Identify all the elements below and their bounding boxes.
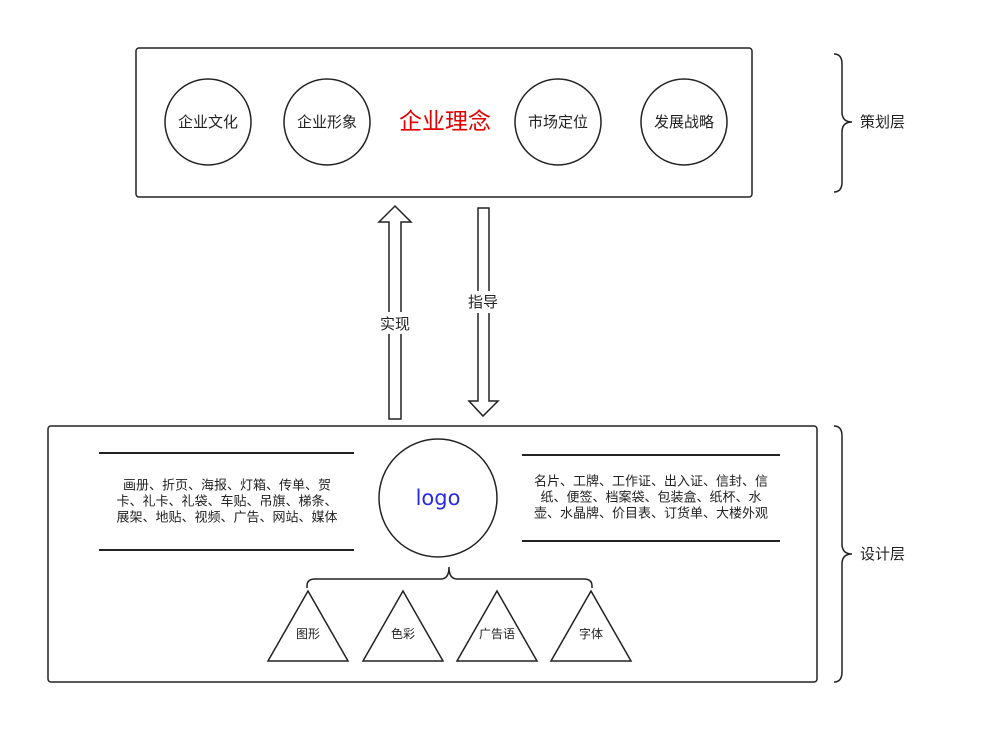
strategy-item-circle — [164, 78, 252, 166]
strategy-item-circle — [640, 78, 728, 166]
element-color: 色彩 — [361, 589, 445, 662]
design-layer-brace — [833, 425, 853, 683]
logo-circle — [378, 438, 498, 558]
strategy-item-positioning: 市场定位 — [514, 78, 602, 166]
strategy-item-circle — [514, 78, 602, 166]
strategy-layer-brace — [833, 53, 853, 193]
elements-brace — [306, 566, 593, 588]
design-layer-label: 设计层 — [860, 545, 905, 563]
logo-label: logo — [416, 486, 461, 510]
core-concept-label: 企业理念 — [399, 109, 491, 135]
strategy-item-development: 发展战略 — [640, 78, 728, 166]
strategy-item-label: 市场定位 — [528, 113, 588, 131]
element-triangle — [361, 589, 445, 662]
design-layer: 画册、折页、海报、灯箱、传单、贺 卡、礼卡、礼袋、车贴、吊旗、梯条、 展架、地贴… — [47, 425, 818, 683]
element-label: 字体 — [579, 626, 603, 641]
up-arrow-label: 实现 — [380, 315, 410, 333]
left-block-line: 卡、礼卡、礼袋、车贴、吊旗、梯条、 — [116, 494, 337, 510]
element-label: 广告语 — [479, 627, 515, 641]
right-block-line: 名片、工牌、工作证、出入证、信封、信 — [534, 474, 768, 490]
strategy-layer-label: 策划层 — [860, 113, 905, 131]
element-graphics: 图形 — [266, 589, 350, 662]
strategy-layer: 企业文化 企业形象 企业理念 市场定位 发展战略 — [135, 47, 753, 198]
right-block-line: 壶、水晶牌、价目表、订货单、大楼外观 — [534, 506, 768, 522]
element-triangle — [549, 589, 633, 662]
realize-arrow: 实现 — [376, 204, 414, 420]
element-triangle — [455, 589, 539, 662]
element-label: 图形 — [296, 627, 320, 641]
strategy-layer-box — [135, 47, 753, 198]
strategy-item-image: 企业形象 — [283, 78, 371, 166]
element-slogan: 广告语 — [455, 589, 539, 662]
down-arrow-label-bg — [464, 291, 502, 313]
strategy-item-culture: 企业文化 — [164, 78, 252, 166]
guide-arrow: 指导 — [464, 207, 502, 418]
element-triangle — [266, 589, 350, 662]
strategy-item-label: 企业文化 — [178, 113, 238, 131]
strategy-item-label: 发展战略 — [654, 113, 714, 131]
strategy-item-label: 企业形象 — [297, 113, 357, 131]
strategy-item-circle — [283, 78, 371, 166]
down-arrow-label: 指导 — [468, 293, 498, 311]
right-block-line: 纸、便签、档案袋、包装盒、纸杯、水 — [540, 490, 761, 506]
left-block-line: 展架、地贴、视频、广告、网站、媒体 — [116, 511, 337, 526]
element-typeface: 字体 — [549, 589, 633, 662]
up-arrow-label-bg — [376, 312, 414, 334]
element-label: 色彩 — [391, 627, 415, 641]
left-block-line: 画册、折页、海报、灯箱、传单、贺 — [123, 478, 331, 494]
